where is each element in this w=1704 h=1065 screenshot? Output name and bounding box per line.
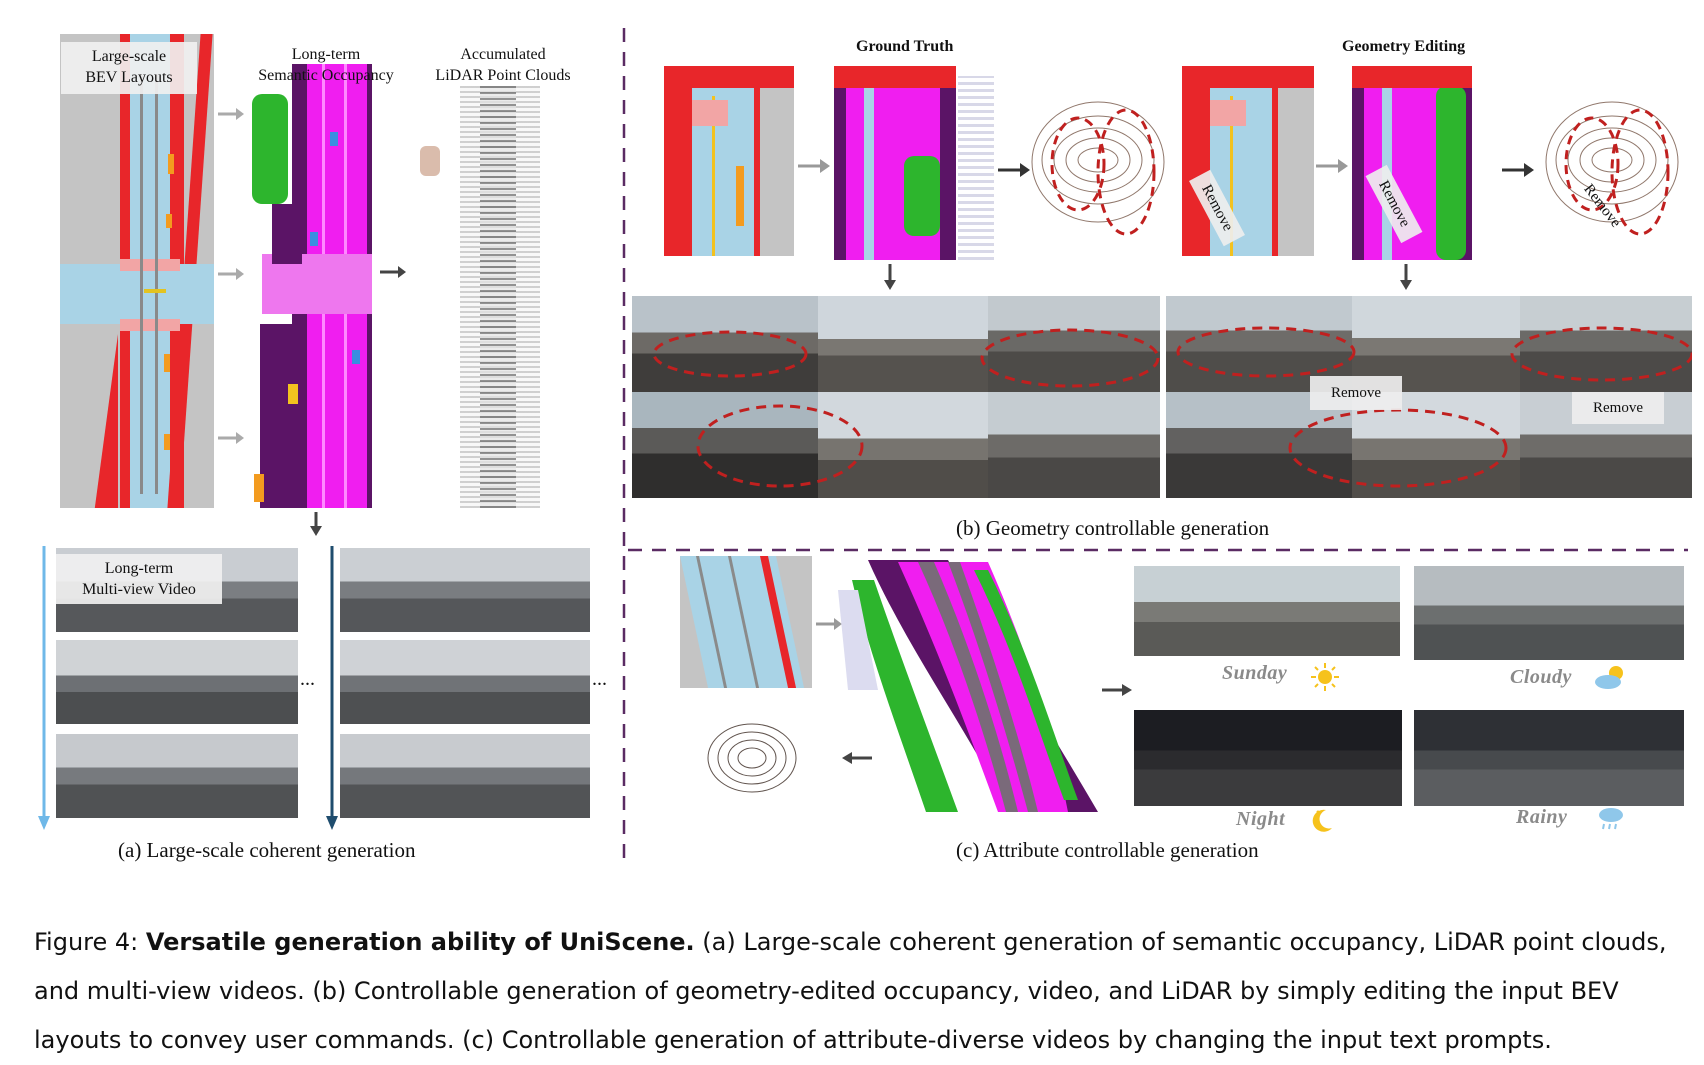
video-frame — [340, 734, 590, 818]
title-ground-truth: Ground Truth — [856, 38, 953, 56]
figure-caption-bold: Versatile generation ability of UniScene… — [146, 928, 695, 956]
arrow-down-icon — [306, 510, 326, 538]
arrow-right-icon — [216, 264, 246, 284]
lidar-scan-c — [672, 700, 832, 810]
semantic-occupancy-edited — [1352, 66, 1498, 260]
semantic-occupancy-a — [252, 64, 386, 508]
lidar-scan-gt — [1026, 72, 1174, 262]
remove-tag: Remove — [1310, 376, 1402, 410]
label-multi-view-video: Long-term Multi-view Video — [56, 554, 222, 604]
remove-tag: Remove — [1572, 392, 1664, 424]
weather-label-rainy: Rainy — [1516, 806, 1567, 829]
arrow-right-icon — [1500, 160, 1536, 180]
video-frame — [56, 734, 298, 818]
arrow-down-icon — [880, 262, 900, 292]
moon-icon — [1306, 806, 1336, 836]
timeline-arrow-icon — [324, 546, 340, 832]
label-lidar-point-clouds: Accumulated LiDAR Point Clouds — [414, 40, 592, 86]
video-frame — [56, 640, 298, 724]
caption-c: (c) Attribute controllable generation — [956, 838, 1259, 863]
bev-layout-gt — [664, 66, 794, 256]
ellipsis: ... — [300, 668, 315, 691]
arrow-right-icon — [378, 262, 408, 282]
arrow-left-icon — [840, 748, 874, 768]
arrow-right-icon — [1100, 680, 1134, 700]
divider-vertical — [620, 28, 628, 864]
arrow-right-icon — [216, 428, 246, 448]
arrow-right-icon — [1314, 156, 1350, 176]
video-rainy — [1414, 710, 1684, 806]
figure-caption-prefix: Figure 4: — [34, 928, 146, 956]
arrow-down-icon — [1396, 262, 1416, 292]
semantic-occupancy-gt — [834, 66, 994, 260]
figure-caption: Figure 4: Versatile generation ability o… — [34, 918, 1684, 1065]
video-cloudy — [1414, 566, 1684, 660]
video-night — [1134, 710, 1402, 806]
bev-layout-a — [60, 34, 214, 508]
weather-label-cloudy: Cloudy — [1510, 666, 1572, 689]
arrow-right-icon — [216, 104, 246, 124]
weather-label-sunday: Sunday — [1222, 662, 1287, 685]
divider-horizontal — [628, 546, 1688, 554]
label-bev-layouts: Large-scale BEV Layouts — [61, 42, 197, 94]
caption-a: (a) Large-scale coherent generation — [118, 838, 416, 863]
video-frame — [340, 548, 590, 632]
weather-label-night: Night — [1236, 808, 1285, 831]
label-semantic-occupancy: Long-term Semantic Occupancy — [242, 40, 410, 86]
bev-layout-c — [680, 556, 812, 688]
semantic-occupancy-c — [838, 560, 1108, 812]
video-sunday — [1134, 566, 1400, 656]
ellipsis: ... — [592, 668, 607, 691]
timeline-arrow-icon — [36, 546, 52, 832]
caption-b: (b) Geometry controllable generation — [956, 516, 1269, 541]
title-geometry-editing: Geometry Editing — [1342, 38, 1465, 56]
arrow-right-icon — [796, 156, 832, 176]
video-frame — [340, 640, 590, 724]
sun-icon — [1310, 662, 1340, 692]
highlight-ellipse — [632, 296, 1160, 498]
cloud-sun-icon — [1592, 662, 1630, 692]
rain-cloud-icon — [1596, 804, 1626, 834]
lidar-point-cloud-a — [420, 86, 590, 508]
bev-layout-edited — [1182, 66, 1314, 256]
